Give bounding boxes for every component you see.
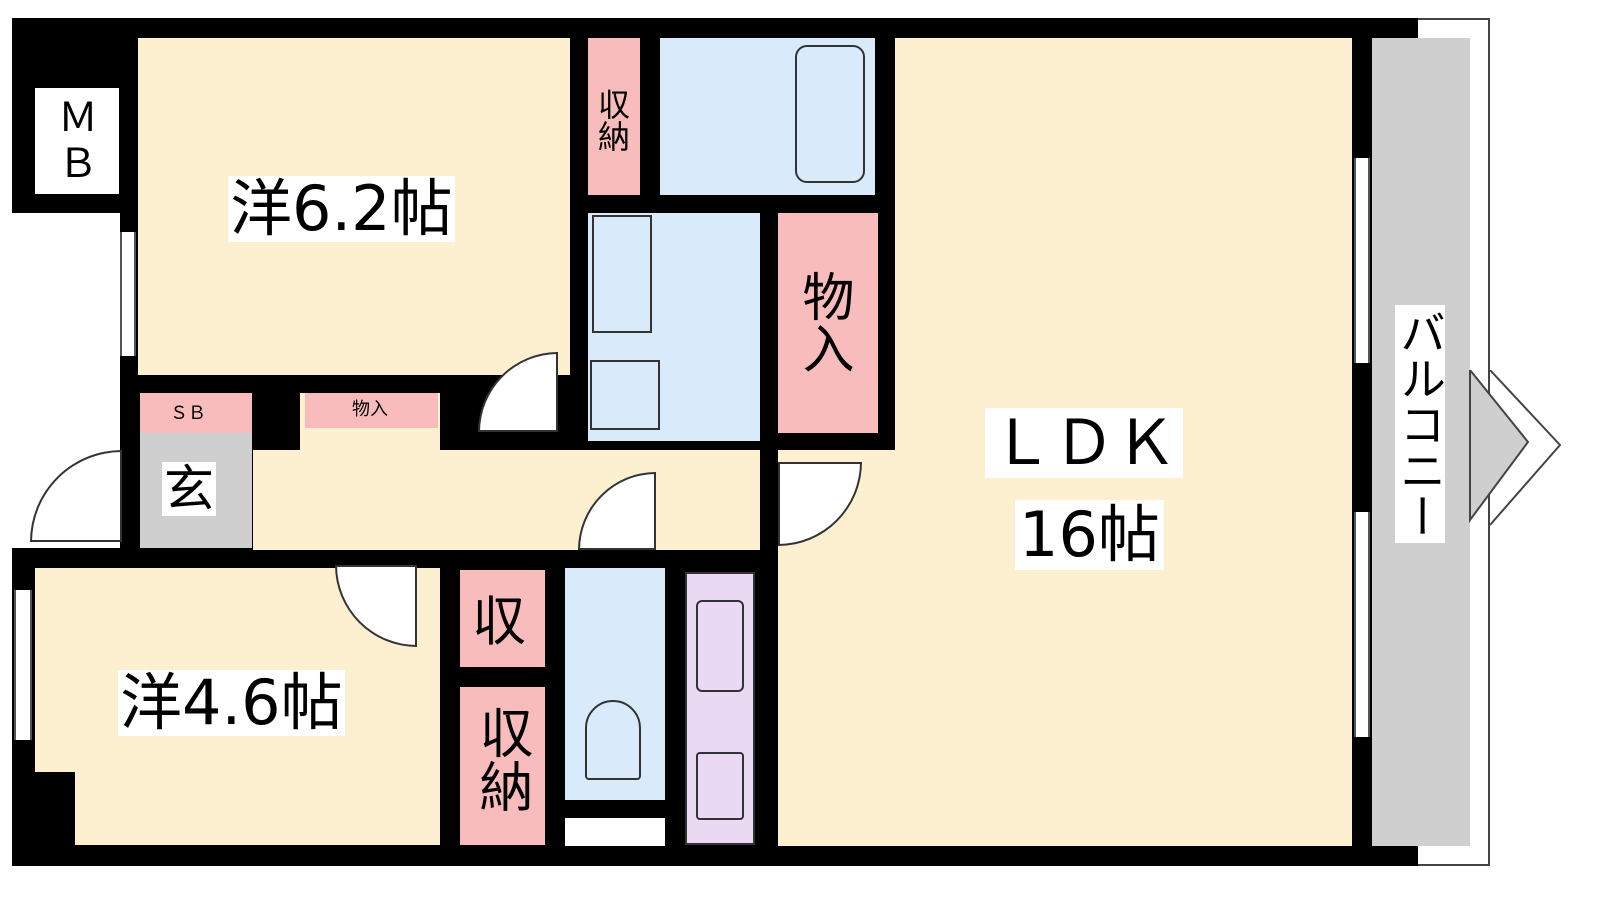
closet-mid-label: 物入 [793,270,853,374]
balcony-label: バルコニー [1393,305,1447,543]
closet-small [305,393,438,428]
storage-bottom-label: 収納 [470,705,533,813]
shoe-box [140,393,252,433]
entrance-label: 玄 [162,460,216,518]
western-large-label: 洋6.2帖 [228,172,455,245]
toilet-icon [585,700,641,780]
pillar [35,772,75,846]
mb-label: ＭＢ [50,95,106,187]
sink-icon [696,600,744,692]
ldk-label: ＬＤＫ [985,408,1184,478]
closet-mid [778,213,878,433]
washing-machine-icon [590,360,660,430]
window-left-bottom [14,590,32,740]
storage-small-label: 収 [472,590,526,653]
balcony-bay [1469,370,1562,526]
stove-icon [696,752,744,820]
bathroom [660,38,875,195]
cabinet [565,818,665,846]
western-small-label: 洋4.6帖 [118,666,345,739]
storage-small [460,570,545,667]
window-left-top [120,232,136,356]
closet-small-label: 物入 [352,399,388,420]
shoe-box-label: ＳＢ [170,403,206,424]
storage-bottom [460,687,545,845]
storage-top [588,38,640,195]
hallway [253,450,760,550]
washroom [588,213,760,441]
washbasin-icon [592,215,652,333]
window-ldk-top [1354,158,1370,363]
ldk-size-label: 16帖 [1015,500,1164,570]
bathtub-icon [795,45,865,183]
window-ldk-bottom [1354,512,1370,737]
storage-top-label: 収納 [593,88,631,152]
